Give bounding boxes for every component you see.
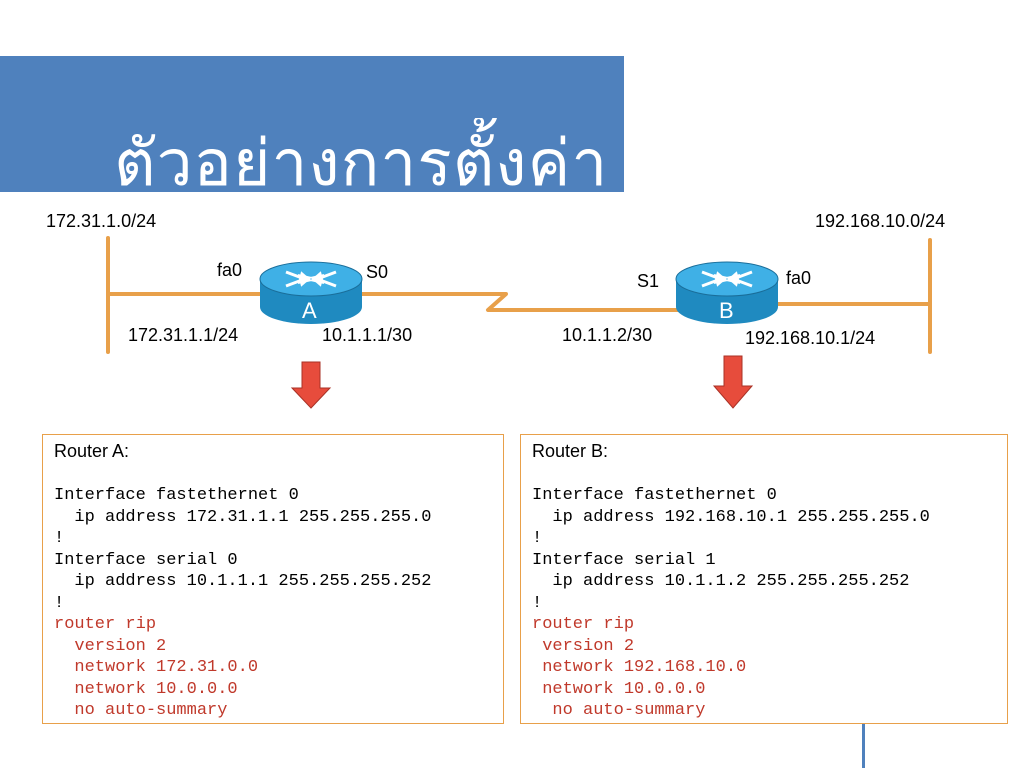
router-a-fa-ip: 172.31.1.1/24 [128, 325, 239, 345]
rip-config-line: no auto-summary [532, 701, 706, 720]
router-a-fa-label: fa0 [217, 260, 243, 280]
router-b-config-title: Router B: [532, 441, 609, 461]
router-a-letter: A [302, 298, 317, 323]
down-arrow-icon-b [712, 355, 754, 409]
config-line: ! [54, 593, 65, 613]
router-a-config-code: Interface fastethernet 0 ip address 172.… [54, 485, 431, 722]
router-b-config-box: Router B: Interface fastethernet 0 ip ad… [520, 434, 1008, 724]
router-a-config-box: Router A: Interface fastethernet 0 ip ad… [42, 434, 504, 724]
rip-config-line: router rip [532, 615, 635, 634]
router-b-fa-label: fa0 [786, 268, 812, 288]
config-line: Interface serial 1 [532, 550, 716, 570]
rip-config-line: network 10.0.0.0 [532, 679, 706, 699]
rip-config-line: router rip [54, 615, 157, 634]
router-b-serial-ip: 10.1.1.2/30 [562, 325, 653, 345]
rip-config-line: network 10.0.0.0 [54, 679, 238, 699]
router-b-icon [675, 261, 779, 324]
router-a-icon [259, 261, 363, 324]
router-b-serial-label: S1 [637, 271, 660, 291]
config-line: ! [54, 529, 65, 548]
router-a-serial-label: S0 [366, 262, 389, 282]
config-line: Interface fastethernet 0 [54, 486, 299, 505]
down-arrow-icon-a [290, 361, 332, 409]
router-b-fa-ip: 192.168.10.1/24 [745, 328, 876, 348]
router-b-letter: B [719, 298, 734, 323]
left-lan-label: 172.31.1.0/24 [46, 211, 157, 231]
config-line: ip address 172.31.1.1 255.255.255.0 [54, 507, 432, 527]
accent-bar [862, 724, 865, 768]
config-line: ip address 192.168.10.1 255.255.255.0 [532, 507, 930, 527]
slide-title: ตัวอย่างการตั้งค่า [114, 127, 609, 192]
rip-config-line: no auto-summary [54, 701, 228, 720]
rip-config-line: version 2 [532, 636, 635, 656]
right-lan-label: 192.168.10.0/24 [815, 211, 946, 231]
config-line: ip address 10.1.1.2 255.255.255.252 [532, 572, 910, 591]
config-line: Interface fastethernet 0 [532, 486, 777, 505]
router-a-config-title: Router A: [54, 441, 130, 461]
network-diagram [106, 236, 932, 409]
config-line: ip address 10.1.1.1 255.255.255.252 [54, 572, 432, 591]
config-line: ! [532, 593, 543, 613]
rip-config-line: version 2 [54, 636, 167, 656]
rip-config-line: network 172.31.0.0 [54, 658, 259, 677]
rip-config-line: network 192.168.10.0 [532, 658, 747, 677]
config-line: Interface serial 0 [54, 550, 238, 570]
router-b-config-code: Interface fastethernet 0 ip address 192.… [532, 485, 930, 722]
title-band [0, 56, 624, 192]
router-a-serial-ip: 10.1.1.1/30 [322, 325, 413, 345]
serial-link [362, 292, 680, 312]
config-line: ! [532, 529, 543, 548]
